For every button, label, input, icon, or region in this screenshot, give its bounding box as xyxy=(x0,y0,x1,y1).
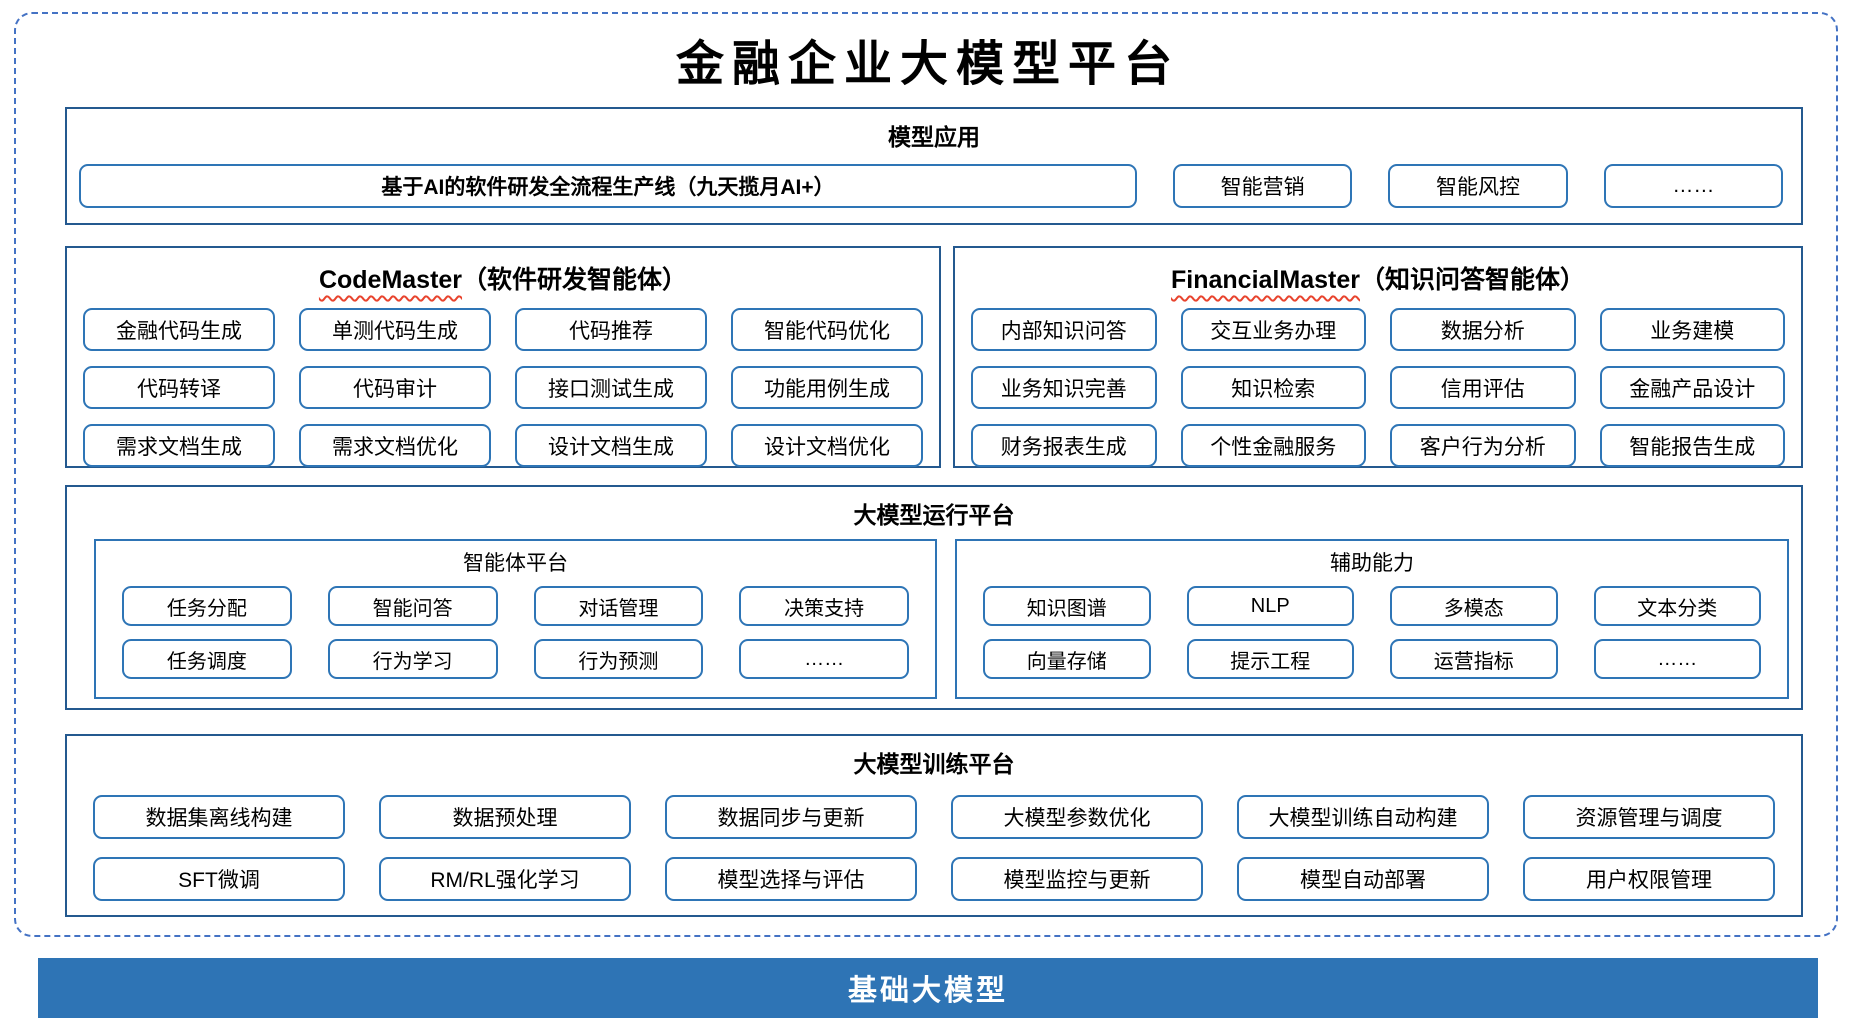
capability-chip: 客户行为分析 xyxy=(1390,424,1576,467)
capability-chip: 模型自动部署 xyxy=(1237,857,1489,901)
capability-chip: 信用评估 xyxy=(1390,366,1576,409)
codemaster-header: CodeMaster（软件研发智能体） xyxy=(67,260,939,296)
capability-chip: 设计文档优化 xyxy=(731,424,923,467)
foundation-model-bar: 基础大模型 xyxy=(38,958,1818,1018)
capability-chip: 内部知识问答 xyxy=(971,308,1157,351)
training-header: 大模型训练平台 xyxy=(853,751,1015,777)
capability-chip: 知识图谱 xyxy=(983,586,1151,626)
page-title: 金融企业大模型平台 xyxy=(675,36,1180,92)
aux-ability-grid: 知识图谱 NLP 多模态文本分类向量存储提示工程运营指标 …… xyxy=(957,577,1787,679)
capability-chip: 向量存储 xyxy=(983,639,1151,679)
app-chip: …… xyxy=(1603,164,1783,208)
capability-chip: 行为预测 xyxy=(533,639,704,679)
section-financialmaster: FinancialMaster（知识问答智能体） 内部知识问答交互业务办理数据分… xyxy=(953,246,1803,468)
capability-chip: NLP xyxy=(1186,586,1354,626)
capability-chip: 资源管理与调度 xyxy=(1523,795,1775,839)
capability-chip: 代码审计 xyxy=(299,366,491,409)
codemaster-header-zh: （软件研发智能体） xyxy=(462,266,688,294)
capability-chip: 金融代码生成 xyxy=(83,308,275,351)
section-runtime-platform: 大模型运行平台 智能体平台 任务分配智能问答对话管理决策支持任务调度行为学习行为… xyxy=(65,485,1803,710)
financialmaster-header-zh: （知识问答智能体） xyxy=(1359,266,1585,294)
section-codemaster: CodeMaster（软件研发智能体） 金融代码生成单测代码生成代码推荐智能代码… xyxy=(65,246,941,468)
codemaster-grid: 金融代码生成单测代码生成代码推荐智能代码优化代码转译代码审计接口测试生成功能用例… xyxy=(67,296,939,467)
capability-chip: 对话管理 xyxy=(533,586,704,626)
capability-chip: 设计文档生成 xyxy=(515,424,707,467)
financialmaster-header: FinancialMaster（知识问答智能体） xyxy=(955,260,1801,296)
capability-chip: 代码转译 xyxy=(83,366,275,409)
agent-platform-box: 智能体平台 任务分配智能问答对话管理决策支持任务调度行为学习行为预测 …… xyxy=(94,539,937,699)
model-apps-header: 模型应用 xyxy=(888,124,980,150)
aux-ability-header: 辅助能力 xyxy=(1330,552,1414,575)
outer-dashed-border xyxy=(14,12,1838,937)
codemaster-header-en: CodeMaster xyxy=(318,266,463,294)
capability-chip: 多模态 xyxy=(1390,586,1558,626)
capability-chip: 需求文档生成 xyxy=(83,424,275,467)
capability-chip: 智能报告生成 xyxy=(1599,424,1785,467)
agent-platform-header: 智能体平台 xyxy=(463,552,568,575)
capability-chip: 行为学习 xyxy=(327,639,498,679)
financialmaster-header-en: FinancialMaster xyxy=(1171,266,1360,294)
capability-chip: 数据同步与更新 xyxy=(665,795,917,839)
app-chip: 智能营销 xyxy=(1173,164,1353,208)
capability-chip: 功能用例生成 xyxy=(731,366,923,409)
capability-chip: 模型选择与评估 xyxy=(665,857,917,901)
capability-chip: 需求文档优化 xyxy=(299,424,491,467)
capability-chip: 智能问答 xyxy=(327,586,498,626)
capability-chip: 金融产品设计 xyxy=(1599,366,1785,409)
capability-chip: 用户权限管理 xyxy=(1523,857,1775,901)
capability-chip: 数据预处理 xyxy=(379,795,631,839)
capability-chip: 模型监控与更新 xyxy=(951,857,1203,901)
capability-chip: 提示工程 xyxy=(1186,639,1354,679)
capability-chip: …… xyxy=(739,639,909,679)
capability-chip: 任务调度 xyxy=(122,639,292,679)
capability-chip: 个性金融服务 xyxy=(1180,424,1366,467)
aux-ability-box: 辅助能力 知识图谱 NLP 多模态文本分类向量存储提示工程运营指标 …… xyxy=(955,539,1789,699)
capability-chip: 文本分类 xyxy=(1593,586,1761,626)
capability-chip: 数据集离线构建 xyxy=(93,795,345,839)
capability-chip: 任务分配 xyxy=(122,586,292,626)
training-grid: 数据集离线构建数据预处理数据同步与更新大模型参数优化大模型训练自动构建资源管理与… xyxy=(67,779,1801,901)
runtime-header: 大模型运行平台 xyxy=(853,502,1015,528)
capability-chip: 运营指标 xyxy=(1390,639,1558,679)
capability-chip: RM/RL强化学习 xyxy=(379,857,631,901)
agent-platform-grid: 任务分配智能问答对话管理决策支持任务调度行为学习行为预测 …… xyxy=(96,577,935,679)
capability-chip: 智能代码优化 xyxy=(731,308,923,351)
capability-chip: 业务建模 xyxy=(1599,308,1785,351)
capability-chip: 财务报表生成 xyxy=(971,424,1157,467)
capability-chip: 知识检索 xyxy=(1180,366,1366,409)
capability-chip: 数据分析 xyxy=(1390,308,1576,351)
capability-chip: 代码推荐 xyxy=(515,308,707,351)
model-apps-row: 基于AI的软件研发全流程生产线（九天揽月AI+） 智能营销 智能风控 …… xyxy=(67,152,1801,208)
section-model-apps: 模型应用 基于AI的软件研发全流程生产线（九天揽月AI+） 智能营销 智能风控 … xyxy=(65,107,1803,225)
capability-chip: …… xyxy=(1593,639,1761,679)
financialmaster-grid: 内部知识问答交互业务办理数据分析业务建模业务知识完善知识检索信用评估金融产品设计… xyxy=(955,296,1801,467)
capability-chip: 决策支持 xyxy=(739,586,909,626)
capability-chip: 交互业务办理 xyxy=(1180,308,1366,351)
capability-chip: 接口测试生成 xyxy=(515,366,707,409)
capability-chip: 单测代码生成 xyxy=(299,308,491,351)
capability-chip: 业务知识完善 xyxy=(971,366,1157,409)
section-training-platform: 大模型训练平台 数据集离线构建数据预处理数据同步与更新大模型参数优化大模型训练自… xyxy=(65,734,1803,917)
capability-chip: 大模型参数优化 xyxy=(951,795,1203,839)
capability-chip: SFT微调 xyxy=(93,857,345,901)
capability-chip: 大模型训练自动构建 xyxy=(1237,795,1489,839)
app-chip: 智能风控 xyxy=(1388,164,1568,208)
app-pipeline-chip: 基于AI的软件研发全流程生产线（九天揽月AI+） xyxy=(79,164,1137,208)
